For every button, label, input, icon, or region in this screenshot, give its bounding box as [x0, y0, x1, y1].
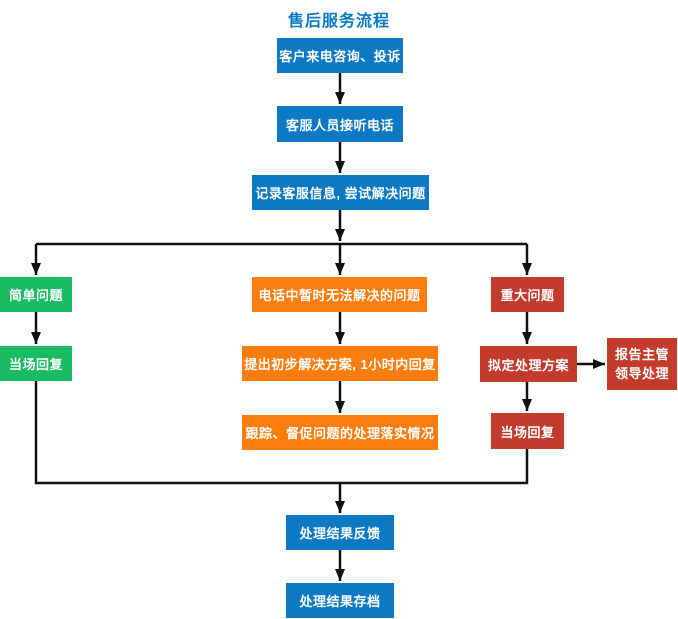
node-customer-call: 客户来电咨询、投诉 — [277, 38, 403, 73]
merge-rail-line — [34, 381, 529, 485]
node-reply-onsite-right: 当场回复 — [491, 413, 564, 449]
node-make-plan: 拟定处理方案 — [480, 346, 577, 382]
node-unsolved-issue: 电话中暂时无法解决的问题 — [252, 277, 427, 312]
node-major-issue: 重大问题 — [491, 277, 564, 312]
node-reply-onsite-left: 当场回复 — [0, 346, 72, 381]
node-result-archive: 处理结果存档 — [286, 583, 394, 618]
page-title: 售后服务流程 — [287, 13, 390, 30]
node-report-supervisor: 报告主管 领导处理 — [607, 338, 677, 390]
node-follow-up: 跟踪、督促问题的处理落实情况 — [242, 415, 438, 450]
node-result-feedback: 处理结果反馈 — [286, 515, 394, 550]
node-simple-issue: 简单问题 — [0, 277, 72, 312]
node-record-info: 记录客服信息, 尝试解决问题 — [252, 175, 429, 210]
node-initial-plan: 提出初步解决方案, 1小时内回复 — [242, 346, 438, 381]
node-agent-answer: 客服人员接听电话 — [277, 106, 403, 142]
